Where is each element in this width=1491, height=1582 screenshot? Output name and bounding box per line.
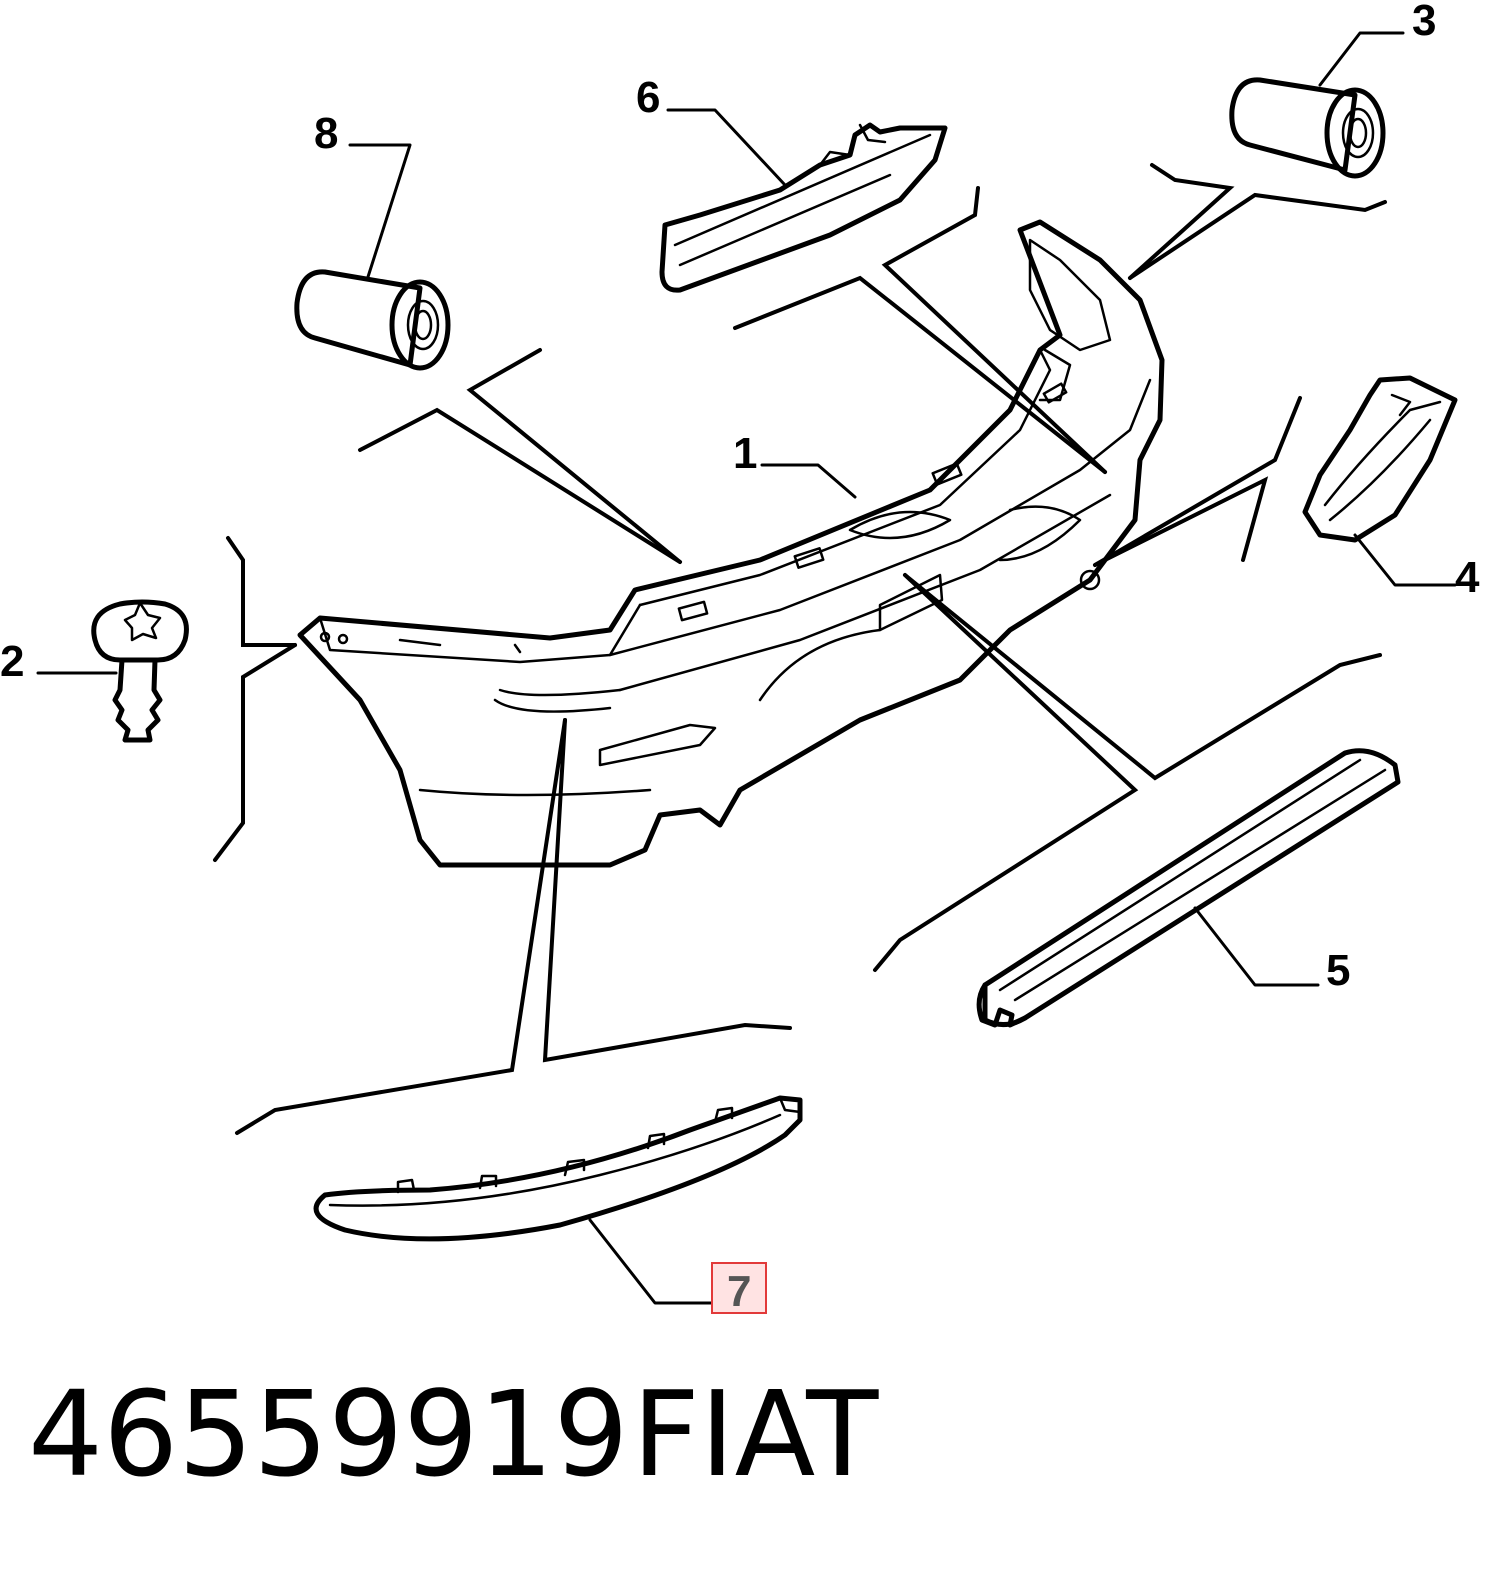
brand-name: FIAT	[632, 1365, 879, 1503]
grommet-part-3[interactable]	[1229, 77, 1386, 179]
callout-5-label: 5	[1326, 946, 1350, 995]
callout-7[interactable]: 7	[711, 1262, 767, 1316]
molding-part-7[interactable]	[313, 1095, 803, 1242]
callout-5[interactable]: 5	[1326, 946, 1350, 995]
trim-strip-part-5[interactable]	[976, 748, 1401, 1028]
part-number: 46559919	[28, 1365, 629, 1503]
callout-2-label: 2	[0, 637, 24, 686]
callout-2[interactable]: 2	[0, 637, 24, 686]
caption: 46559919 FIAT	[28, 1365, 879, 1503]
callout-8-label: 8	[314, 109, 338, 158]
callout-7-label: 7	[727, 1267, 751, 1316]
assembly-guides	[213, 163, 1387, 1135]
callout-4-label: 4	[1455, 553, 1480, 602]
reflector-part-4[interactable]	[1302, 375, 1458, 543]
callout-7-highlight	[711, 1262, 767, 1314]
callout-1-label: 1	[733, 429, 757, 478]
bumper-part-1[interactable]	[297, 219, 1165, 868]
bracket-part-6[interactable]	[659, 122, 948, 293]
callout-6-label: 6	[636, 73, 660, 122]
callout-4[interactable]: 4	[1455, 553, 1480, 602]
callout-8[interactable]: 8	[314, 109, 338, 158]
callout-3[interactable]: 3	[1412, 0, 1436, 45]
grommet-part-8[interactable]	[294, 269, 451, 371]
screw-part-2[interactable]	[91, 599, 189, 743]
callout-3-label: 3	[1412, 0, 1436, 45]
leader-lines	[36, 31, 1457, 1305]
callout-1[interactable]: 1	[733, 429, 757, 478]
callout-6[interactable]: 6	[636, 73, 660, 122]
